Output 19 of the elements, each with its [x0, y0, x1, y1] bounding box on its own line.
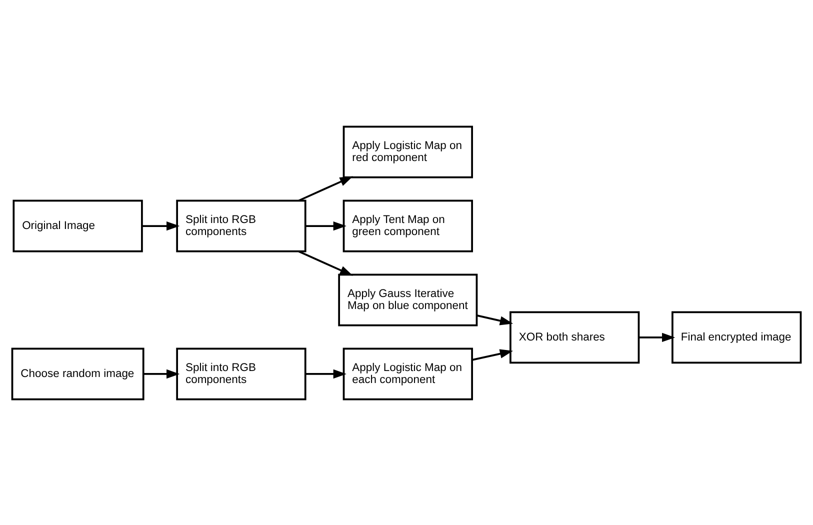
arrow — [305, 368, 346, 378]
arrow — [305, 220, 346, 230]
arrow — [142, 220, 180, 230]
node-box: Apply Tent Map on green component — [342, 199, 473, 252]
node-box: Choose random image — [11, 347, 144, 400]
node-box: Split into RGB components — [176, 347, 306, 400]
arrow — [472, 348, 514, 360]
node-box: Original Image — [12, 199, 143, 252]
node-box: Final encrypted image — [672, 310, 802, 364]
arrow — [144, 368, 180, 378]
node-box: XOR both shares — [510, 310, 640, 364]
arrow — [298, 176, 354, 201]
node-box: Apply Logistic Map on each component — [342, 347, 473, 400]
node-box: Apply Gauss Iterative Map on blue component — [338, 273, 478, 326]
arrow — [638, 332, 676, 342]
arrow — [476, 314, 514, 325]
arrow — [298, 250, 354, 276]
node-box: Split into RGB components — [176, 199, 306, 252]
node-box: Apply Logistic Map on red component — [342, 125, 473, 178]
